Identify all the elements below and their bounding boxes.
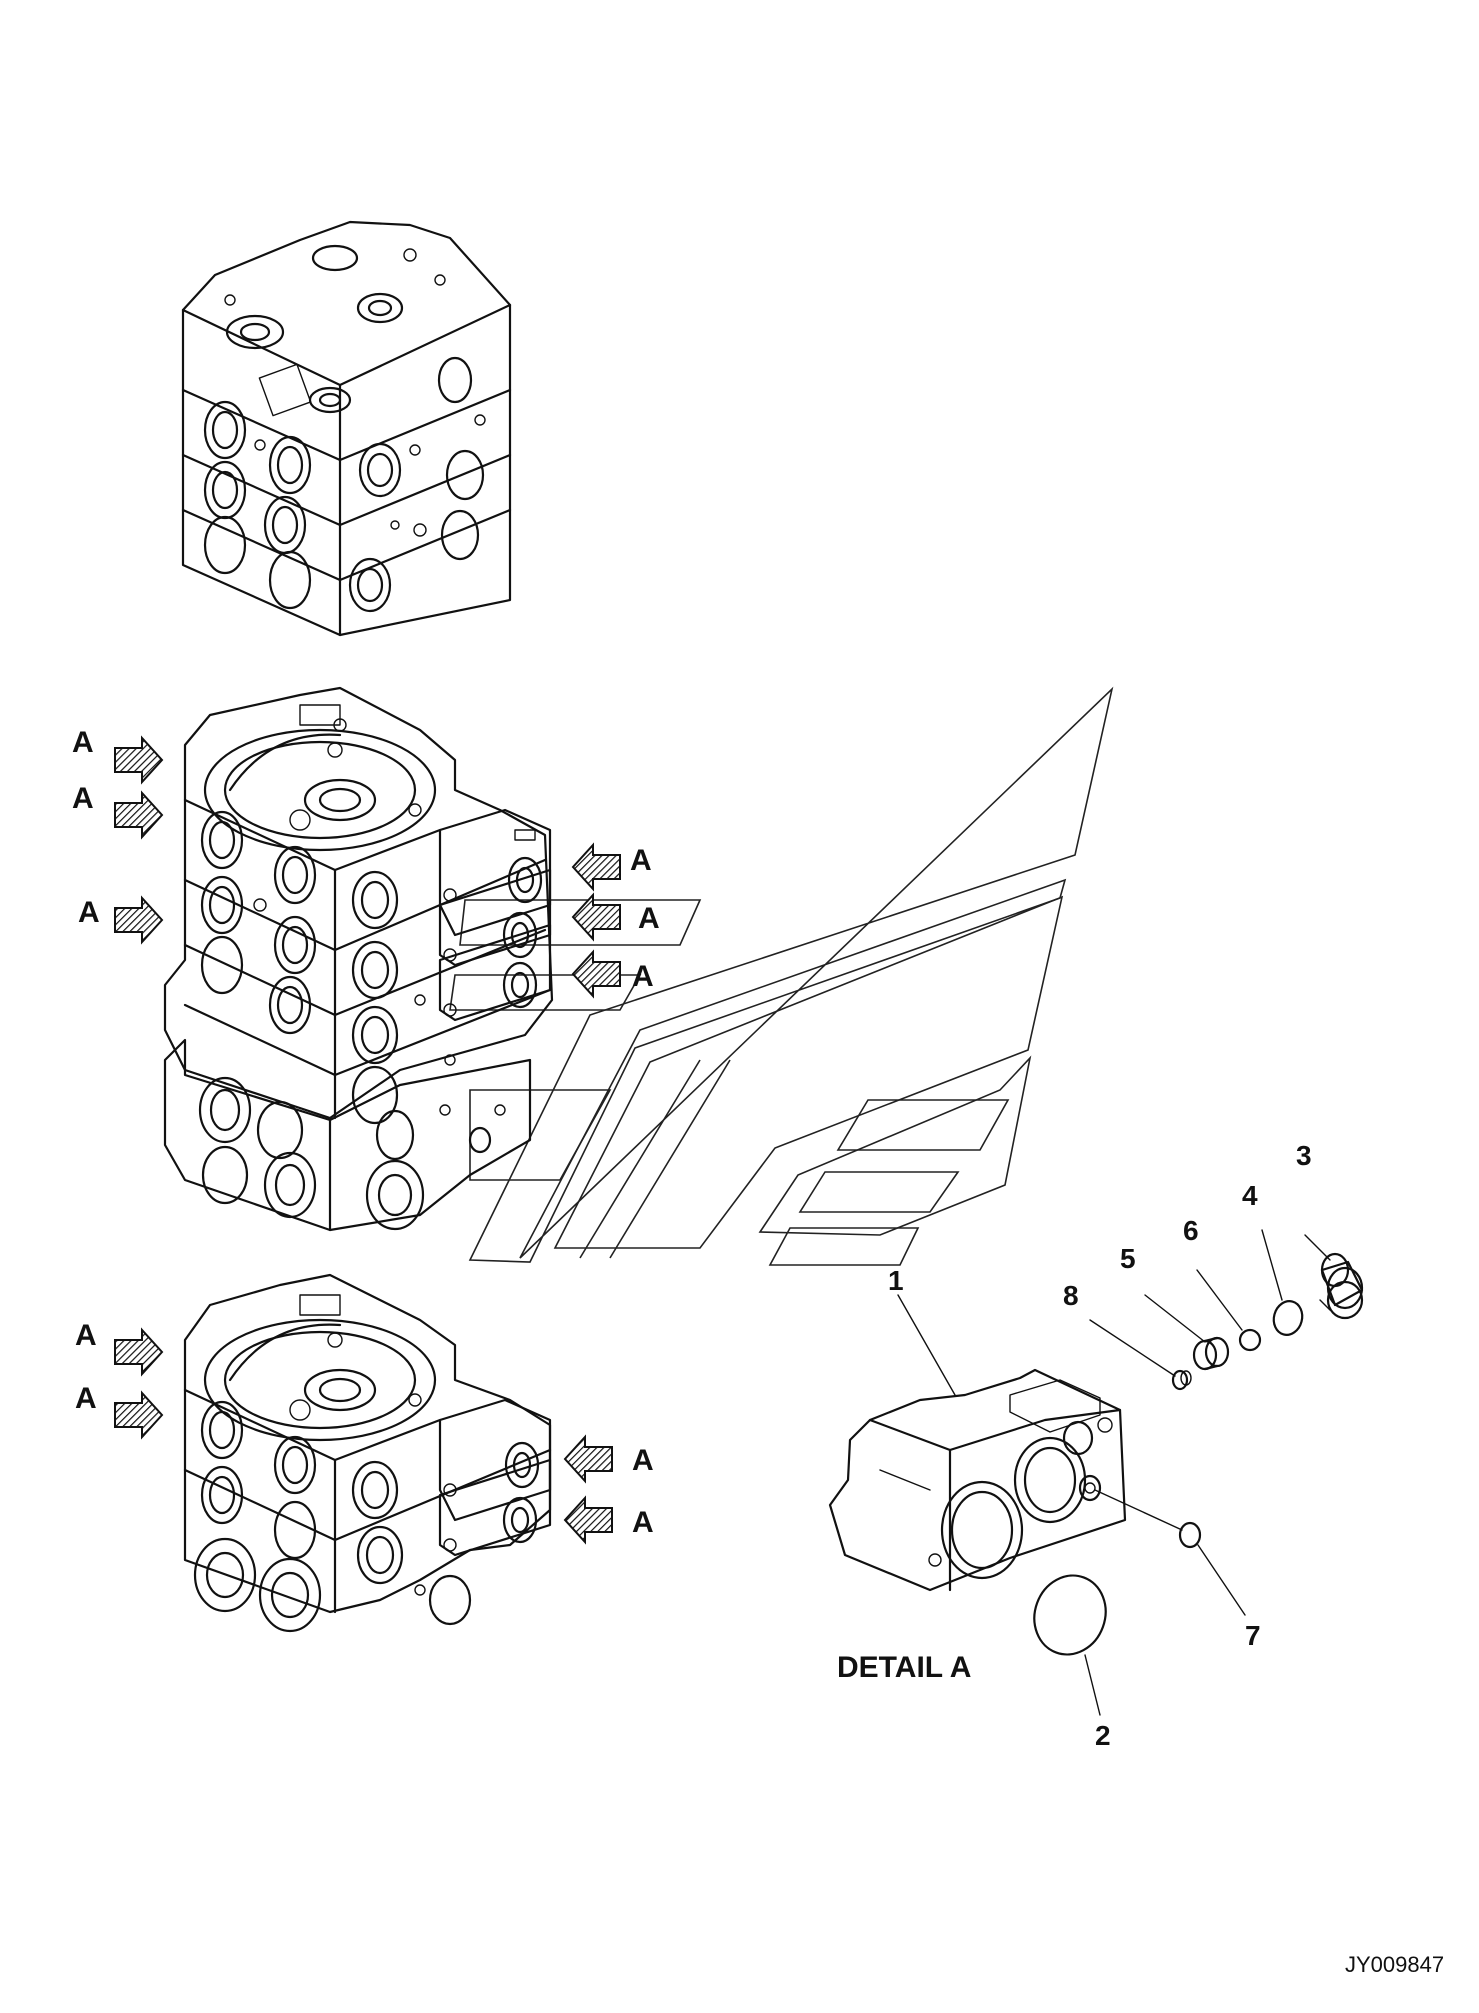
valve-block-middle [163,686,554,1232]
arrow-a-7: A [571,892,660,942]
svg-text:A: A [632,1444,654,1477]
part-number-8: 8 [1063,1280,1079,1311]
pin-part-8 [1171,1369,1192,1391]
part-number-7: 7 [1245,1620,1261,1651]
valve-block-bottom [183,1273,552,1633]
part-number-1: 1 [888,1265,904,1296]
svg-text:A: A [632,960,654,993]
o-ring-part-4 [1272,1300,1304,1336]
sleeve-part-5 [1192,1336,1230,1371]
svg-text:A: A [78,896,100,929]
leader-lines [897,1229,1331,1716]
svg-text:A: A [75,1319,97,1352]
ball-part-6 [1238,1328,1262,1352]
svg-text:A: A [72,782,94,815]
arrow-a-9: A [563,1434,654,1484]
arrow-a-2: A [72,782,164,840]
arrow-a-1: A [72,726,164,785]
svg-text:A: A [638,902,660,935]
detail-a-view: 1 2 3 4 5 6 7 8 DETAIL A [828,1140,1364,1751]
arrow-a-10: A [563,1495,654,1545]
view-arrows-left: A A A A A [72,726,164,1440]
arrow-a-5: A [75,1382,164,1440]
svg-text:A: A [72,726,94,759]
view-arrows-right: A A A A A [563,842,660,1545]
cover-part-1 [828,1368,1127,1592]
o-ring-part-2 [1033,1574,1107,1656]
arrow-a-4: A [75,1319,164,1377]
part-number-4: 4 [1242,1180,1258,1211]
arrow-a-3: A [78,895,164,945]
arrow-a-8: A [571,949,654,999]
part-number-3: 3 [1296,1140,1312,1171]
detail-label: DETAIL A [837,1651,971,1684]
part-number-5: 5 [1120,1243,1136,1274]
part-number-2: 2 [1095,1720,1111,1751]
plug-part-3 [1319,1252,1364,1320]
valve-block-top [181,220,512,637]
svg-text:A: A [75,1382,97,1415]
arrow-a-6: A [571,842,652,892]
o-ring-part-7 [1178,1521,1202,1549]
svg-text:A: A [630,844,652,877]
drawing-code: JY009847 [1345,1952,1444,1977]
watermark-logo [449,686,1114,1266]
svg-text:A: A [632,1506,654,1539]
part-number-6: 6 [1183,1215,1199,1246]
